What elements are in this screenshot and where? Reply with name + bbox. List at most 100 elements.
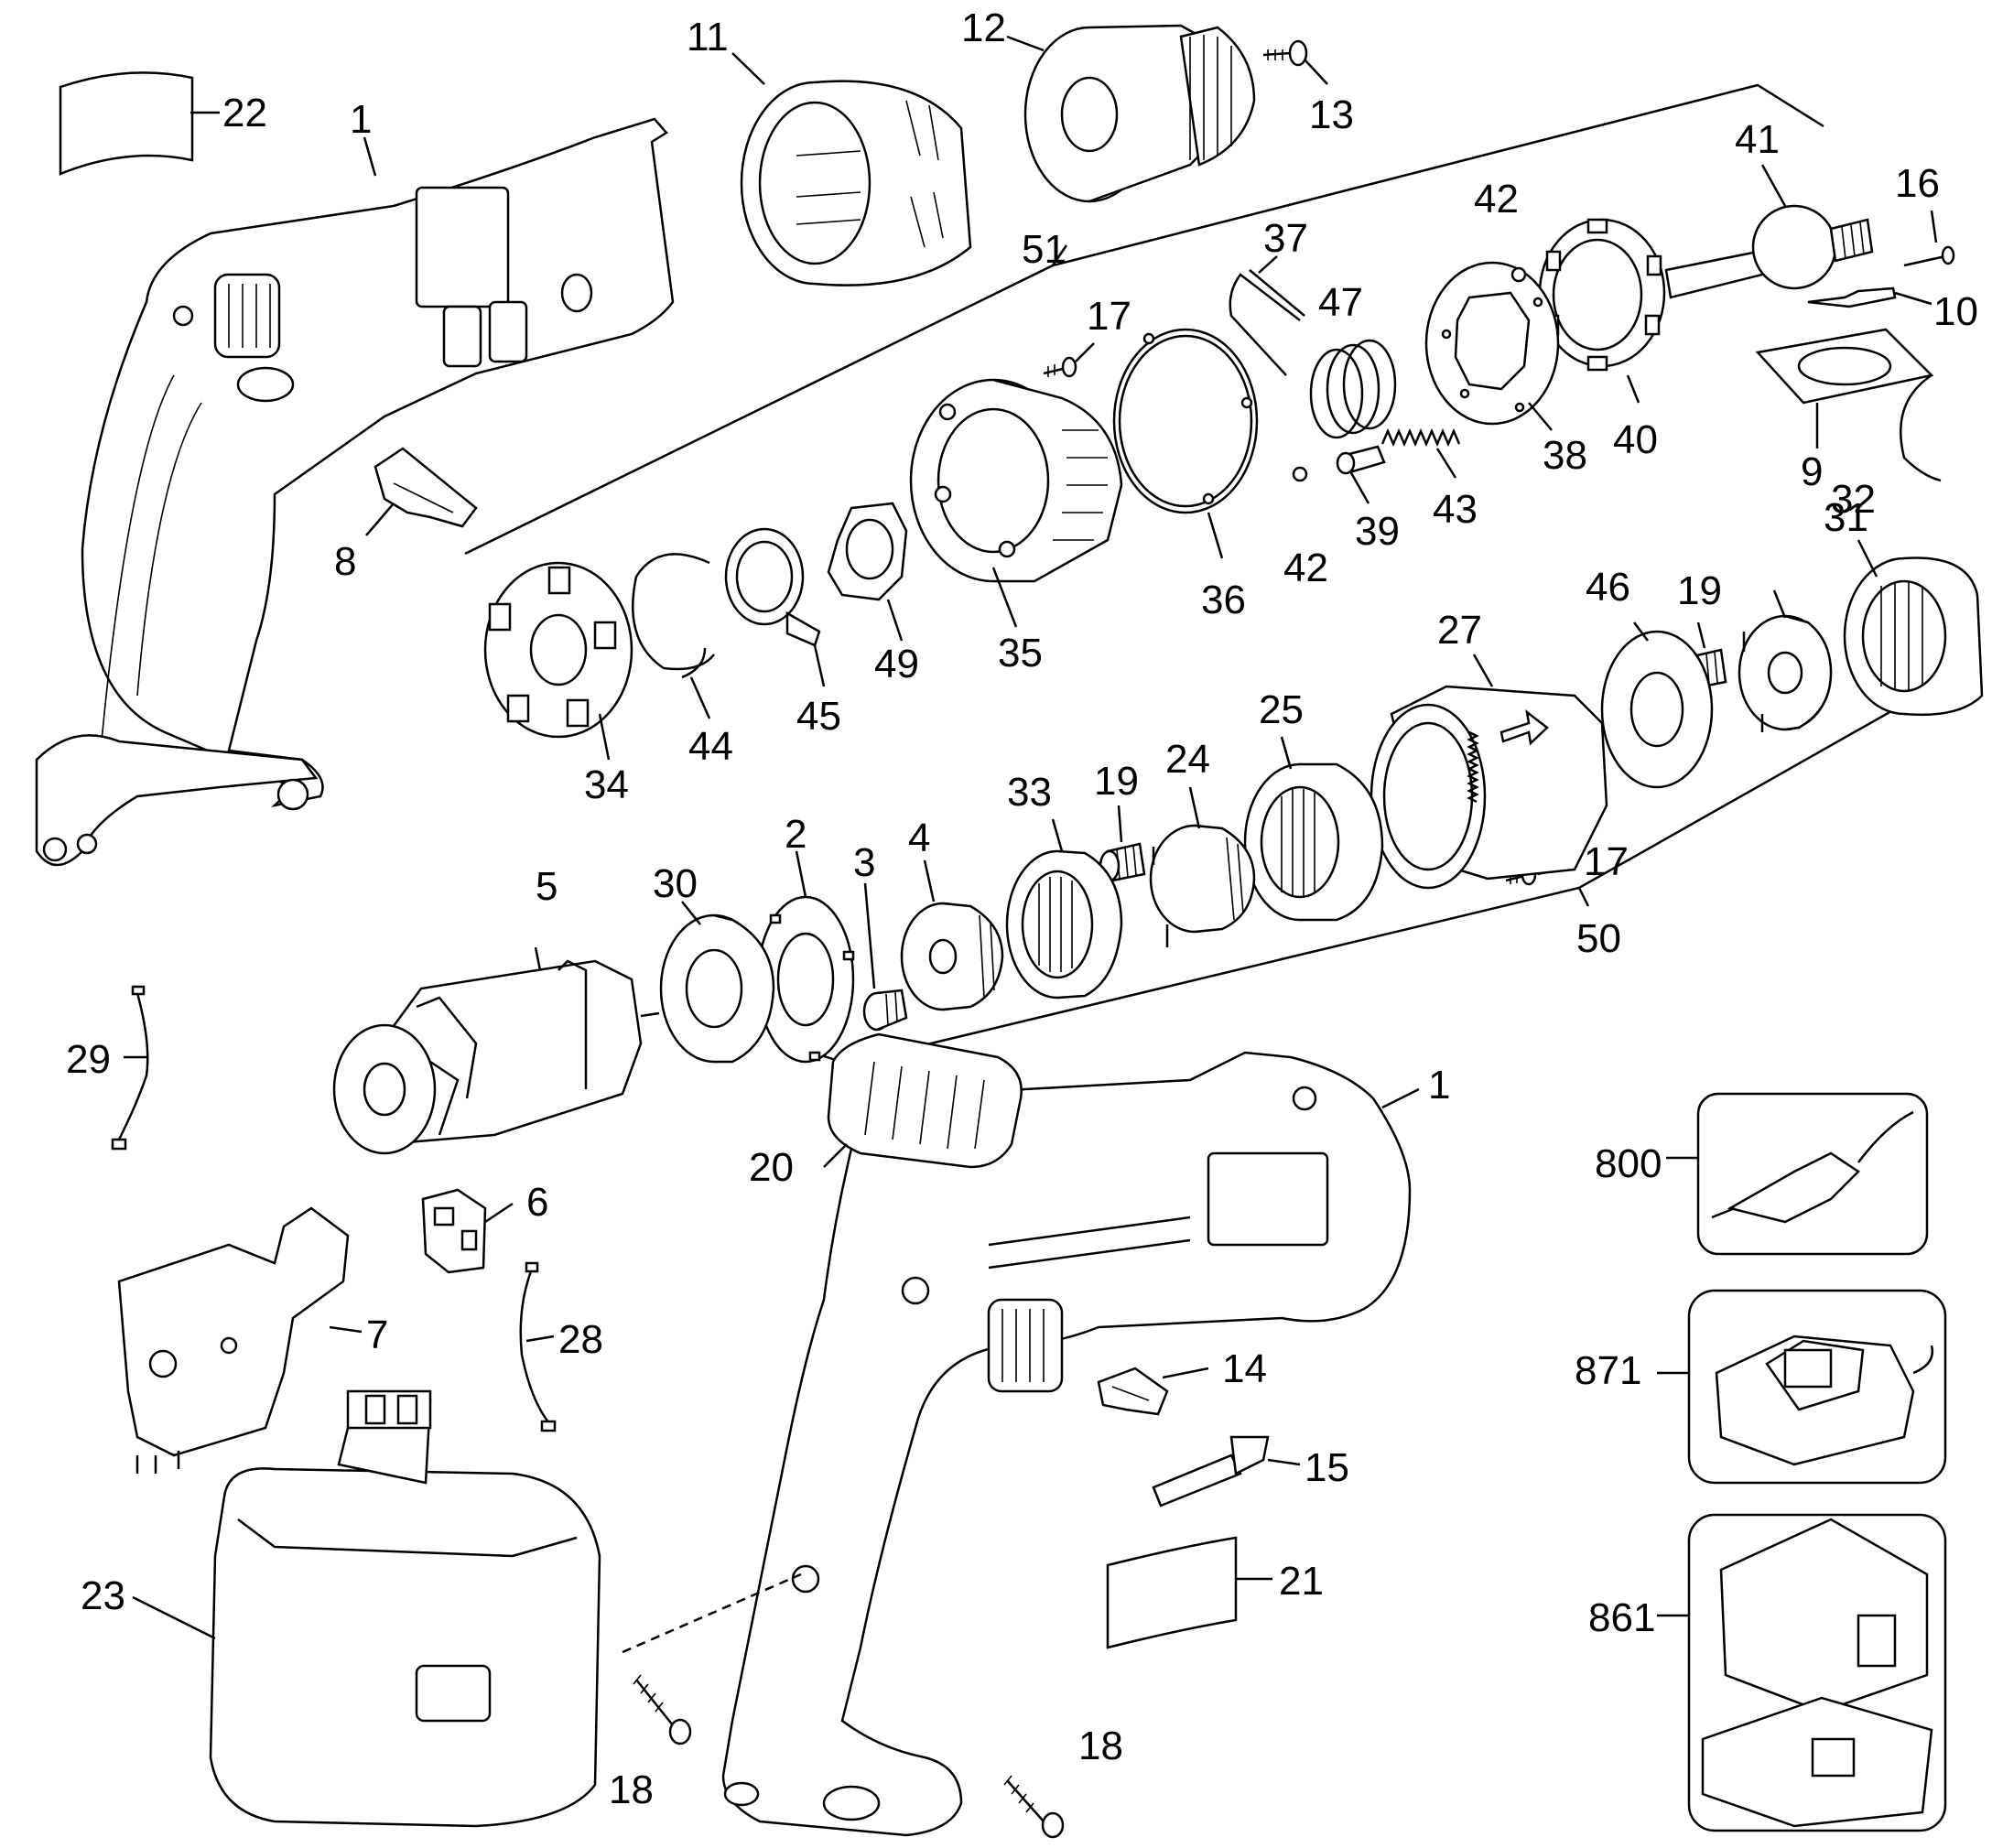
label-34: 34 <box>584 762 629 807</box>
label-28: 28 <box>558 1317 603 1362</box>
screw-18-right <box>1003 1775 1065 1839</box>
label-18-left: 18 <box>609 1767 654 1812</box>
chuck-screw-13 <box>1262 39 1328 85</box>
label-3: 3 <box>853 840 875 885</box>
spring-43 <box>1380 427 1461 479</box>
label-31: 31 <box>1824 495 1868 540</box>
label-21: 21 <box>1279 1559 1324 1604</box>
label-39: 39 <box>1355 509 1400 554</box>
label-41: 41 <box>1735 117 1780 162</box>
label-17-lower: 17 <box>1584 839 1629 884</box>
label-8: 8 <box>334 539 356 584</box>
label-18-right: 18 <box>1078 1724 1123 1768</box>
label-36: 36 <box>1201 578 1246 622</box>
part-number-labels: 22 1 11 12 13 41 16 42 37 51 47 17 10 40… <box>66 5 1978 1812</box>
lead-wire-29 <box>111 985 149 1151</box>
label-44: 44 <box>688 724 733 769</box>
label-42-upper: 42 <box>1474 177 1519 222</box>
end-cap-32 <box>1843 539 1984 717</box>
label-2: 2 <box>785 812 807 857</box>
label-12: 12 <box>961 5 1006 50</box>
label-16: 16 <box>1895 161 1940 206</box>
planet-carrier-31 <box>1738 589 1833 732</box>
ring-gear-33 <box>1005 818 1123 1000</box>
charger-871-box <box>1657 1289 1947 1485</box>
washer-46 <box>1600 621 1714 789</box>
label-49: 49 <box>874 642 919 686</box>
label-42-lower: 42 <box>1283 546 1328 590</box>
label-13: 13 <box>1309 92 1354 137</box>
pinion-3 <box>862 882 908 1032</box>
label-800: 800 <box>1595 1141 1662 1186</box>
spindle-41 <box>1664 164 1874 299</box>
carrier-34 <box>483 561 633 761</box>
label-47: 47 <box>1318 280 1363 325</box>
carry-case-861-box <box>1657 1513 1947 1832</box>
label-38: 38 <box>1543 433 1587 478</box>
ring-40 <box>1538 218 1666 404</box>
label-35: 35 <box>998 631 1043 675</box>
label-27: 27 <box>1437 608 1482 653</box>
switch-clip-8 <box>365 447 478 536</box>
pinion-19-lower <box>1099 805 1146 882</box>
label-50: 50 <box>1576 916 1621 961</box>
label-37: 37 <box>1263 216 1308 261</box>
label-5: 5 <box>536 864 558 909</box>
label-19-upper: 19 <box>1677 568 1722 613</box>
keyless-chuck-12 <box>1006 24 1256 203</box>
ring-gear-25 <box>1243 736 1384 922</box>
washer-30 <box>659 901 775 1064</box>
housing-half-right-1 <box>721 1051 1420 1837</box>
label-14: 14 <box>1222 1346 1267 1391</box>
snap-ring-44 <box>632 553 715 719</box>
label-9: 9 <box>1801 449 1823 494</box>
label-43: 43 <box>1433 487 1478 532</box>
label-1-top: 1 <box>350 97 372 142</box>
gear-4 <box>900 859 1004 1011</box>
gear-case-35 <box>909 378 1123 628</box>
clutch-plate-38 <box>1424 261 1560 431</box>
label-25: 25 <box>1259 687 1304 732</box>
label-46: 46 <box>1586 565 1630 610</box>
brush-holder-6 <box>421 1188 514 1274</box>
label-861: 861 <box>1588 1595 1655 1640</box>
label-22: 22 <box>222 91 267 135</box>
label-51: 51 <box>1022 227 1066 272</box>
label-45: 45 <box>796 694 841 739</box>
lead-wire-28 <box>519 1261 557 1432</box>
screwdriver-bit-15 <box>1152 1435 1301 1508</box>
motor-5 <box>332 946 660 1155</box>
spring-ring-47 <box>1309 339 1397 439</box>
spring-plate-10 <box>1807 286 1932 308</box>
accessory-800-box <box>1666 1092 1929 1256</box>
ball-42-upper <box>1510 266 1527 283</box>
belt-clip-14 <box>1097 1367 1209 1416</box>
label-10: 10 <box>1933 289 1978 334</box>
ring-36 <box>1112 328 1259 559</box>
label-sheet-22 <box>59 71 220 176</box>
label-4: 4 <box>908 816 930 860</box>
label-sheet-21 <box>1106 1536 1272 1649</box>
label-40: 40 <box>1613 417 1658 462</box>
screw-17-upper <box>1043 342 1095 378</box>
carrier-24 <box>1149 786 1256 947</box>
coupler-49 <box>827 502 908 642</box>
battery-pack-23 <box>132 1389 601 1828</box>
label-33: 33 <box>1007 770 1052 815</box>
wire-37 <box>1229 255 1305 376</box>
label-29: 29 <box>66 1037 111 1082</box>
screw-16 <box>1903 210 1955 267</box>
label-11: 11 <box>687 15 729 59</box>
trigger-switch-7 <box>117 1206 363 1474</box>
label-17-upper: 17 <box>1087 294 1131 339</box>
label-32: 32 <box>1831 477 1876 522</box>
label-23: 23 <box>81 1573 125 1618</box>
gear-housing-27 <box>1370 654 1608 890</box>
shift-ring-45 <box>724 527 826 687</box>
label-7: 7 <box>366 1313 388 1357</box>
label-30: 30 <box>653 861 698 906</box>
ball-42-lower <box>1292 466 1308 482</box>
label-871: 871 <box>1575 1348 1641 1393</box>
label-20: 20 <box>749 1145 794 1190</box>
